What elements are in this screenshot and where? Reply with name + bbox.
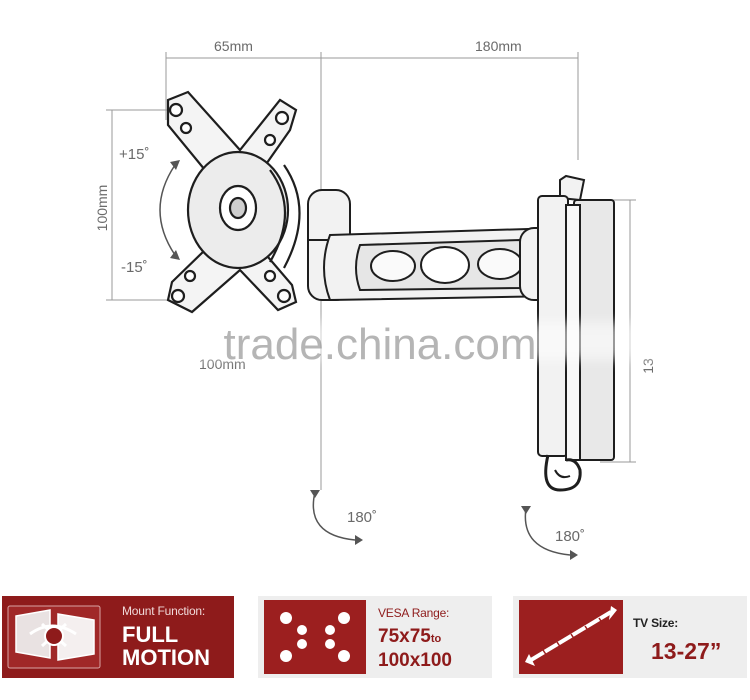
mount-function-line2: MOTION	[122, 645, 210, 670]
mount-function-panel: Mount Function: FULL MOTION	[2, 596, 234, 678]
watermark: trade.china.com	[0, 312, 750, 369]
screen-diagonal-icon	[519, 600, 623, 674]
dim-100mm-vertical: 100mm	[94, 184, 110, 232]
vesa-holes-icon	[264, 600, 366, 674]
vesa-plate	[166, 90, 301, 314]
vesa-to: to	[430, 633, 442, 645]
tilt-arrow	[159, 160, 180, 260]
mount-diagram: 65mm 180mm 100mm 100mm 13 +15˚ -15˚ 180˚…	[0, 38, 750, 560]
tv-size-panel: TV Size: 13-27”	[513, 596, 747, 678]
dim-65mm: 65mm	[214, 38, 253, 54]
tv-size-value: 13-27”	[651, 638, 722, 664]
mount-function-label: Mount Function:	[122, 604, 206, 618]
tilt-down-label: -15˚	[121, 259, 148, 276]
swing-arm	[323, 226, 569, 302]
tv-size-label: TV Size:	[633, 616, 679, 630]
vesa-range-label: VESA Range:	[378, 606, 450, 620]
swivel-arrow-1	[310, 490, 363, 545]
vesa-min: 75x75	[378, 626, 431, 647]
full-motion-icon	[7, 605, 101, 669]
vesa-max: 100x100	[378, 650, 452, 671]
swivel-label-1: 180˚	[347, 509, 378, 526]
mount-function-line1: FULL	[122, 622, 179, 647]
mount-drawing	[106, 52, 636, 560]
dim-180mm: 180mm	[475, 38, 522, 54]
tilt-up-label: +15˚	[119, 146, 150, 163]
swivel-label-2: 180˚	[555, 528, 586, 545]
vesa-range-panel: VESA Range: 75x75to 100x100	[258, 596, 492, 678]
watermark-text: trade.china.com	[223, 320, 537, 369]
swivel-arrow-2	[521, 506, 578, 560]
vesa-range-line1: 75x75to	[378, 626, 441, 648]
dim-100mm-plate: 100mm	[199, 356, 246, 372]
